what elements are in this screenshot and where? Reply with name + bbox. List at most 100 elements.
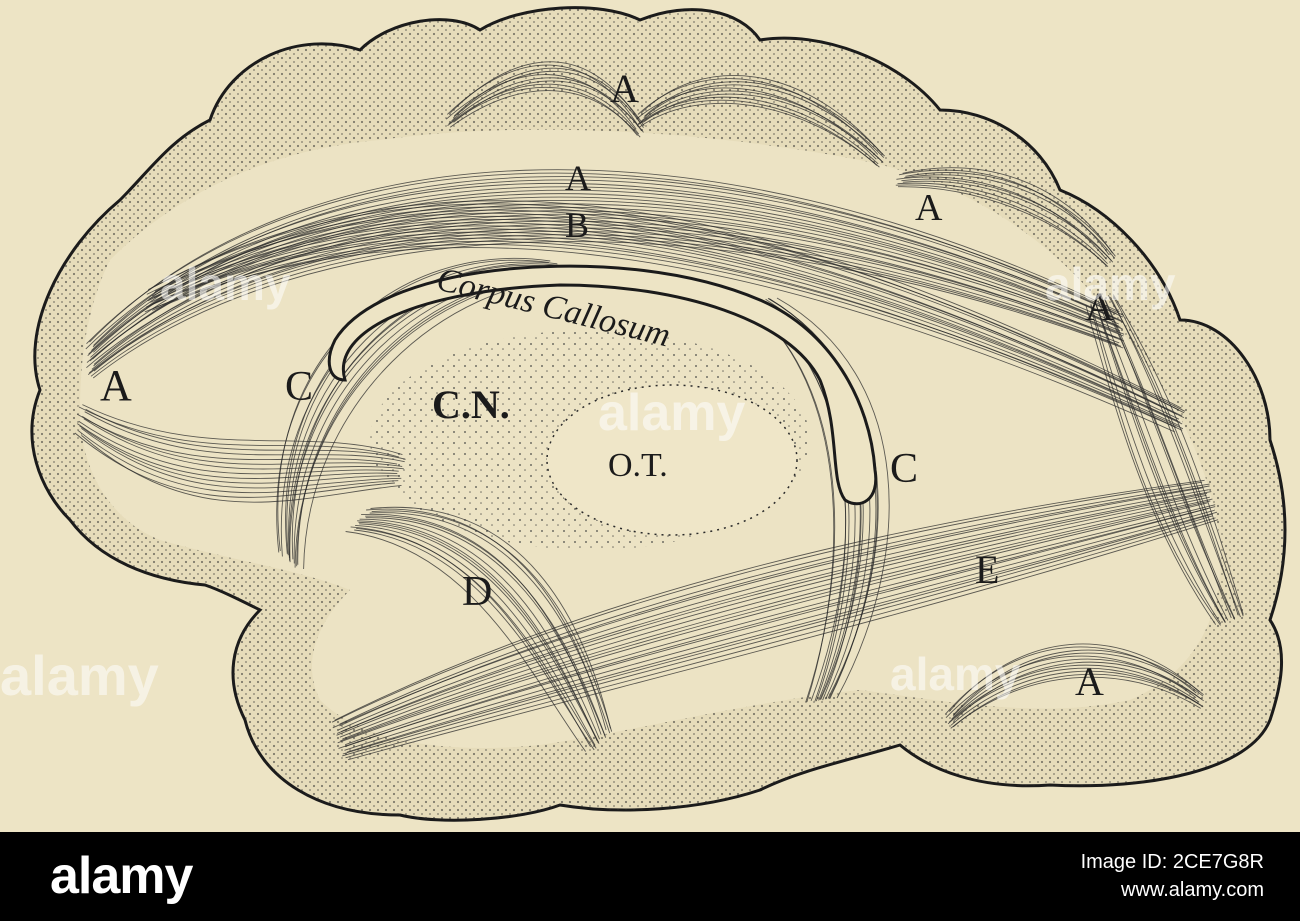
fiber-line	[901, 178, 1112, 261]
fiber-line	[336, 494, 1207, 736]
fiber-line	[151, 200, 1182, 409]
fiber-line	[342, 498, 1213, 740]
fiber-line	[953, 649, 1204, 716]
fiber-line	[449, 90, 641, 138]
fiber-line	[339, 496, 1210, 738]
fiber-line	[897, 182, 1108, 265]
fiber-line	[345, 517, 1216, 759]
fiber-bundle-e	[331, 479, 1219, 761]
fiber-line	[85, 183, 1116, 350]
fiber-line	[1097, 300, 1229, 621]
fiber-line	[365, 515, 606, 737]
fiber-line	[945, 655, 1197, 719]
label-e: E	[975, 547, 999, 592]
image-info: Image ID: 2CE7G8R www.alamy.com	[1081, 848, 1264, 904]
fiber-line	[76, 413, 398, 465]
label-c-left: C	[285, 364, 313, 410]
label-a-top-center: A	[610, 66, 639, 111]
fiber-line	[154, 206, 1186, 412]
label-b: B	[565, 205, 589, 245]
fiber-line	[1090, 305, 1221, 626]
label-caudate-nucleus: C.N.	[432, 382, 510, 427]
fiber-line	[85, 408, 406, 460]
fiber-line	[1094, 301, 1226, 622]
fiber-line	[93, 213, 1125, 365]
fiber-line	[897, 186, 1109, 268]
fiber-line	[87, 234, 1119, 375]
fiber-line	[342, 515, 1213, 757]
fiber-line	[448, 83, 640, 135]
fiber-line	[88, 193, 1119, 355]
fiber-line	[81, 427, 402, 489]
label-d: D	[462, 569, 492, 615]
fiber-line	[82, 404, 403, 456]
fiber-bundle-occipital	[74, 404, 406, 503]
fiber-line	[947, 667, 1199, 725]
watermark-left: alamy	[0, 644, 159, 707]
fiber-bundle-arcuate-top2	[636, 75, 885, 168]
fiber-line	[144, 247, 1175, 433]
fiber-line	[147, 225, 1178, 422]
fiber-line	[346, 511, 1218, 753]
fiber-line	[951, 658, 1202, 720]
association-fibers	[74, 61, 1244, 761]
fiber-bundle-frontal	[1085, 294, 1244, 626]
fiber-line	[152, 231, 1183, 425]
fiber-line	[946, 646, 1197, 714]
alamy-logo[interactable]: alamy	[50, 847, 193, 905]
fiber-bundle-d	[345, 506, 613, 752]
fiber-line	[445, 74, 637, 130]
fiber-line	[340, 500, 1211, 742]
fiber-line	[1090, 303, 1222, 625]
fiber-line	[86, 210, 1118, 363]
fiber-line	[89, 169, 1120, 343]
diagram-canvas: A A A A A A B C C D E Corpus Callosum C.…	[0, 6, 1287, 822]
label-a-upper-right: A	[915, 187, 943, 229]
label-a-occipital: A	[100, 361, 132, 410]
fiber-line	[91, 223, 1123, 370]
fiber-line	[1112, 295, 1244, 617]
corpus-callosum-arc	[327, 264, 878, 506]
fiber-line	[371, 510, 613, 732]
fiber-line	[347, 519, 1219, 761]
fiber-line	[89, 230, 1120, 374]
fiber-line	[453, 80, 644, 133]
fiber-line	[345, 531, 586, 752]
fiber-line	[345, 504, 1216, 746]
fiber-line	[358, 521, 599, 743]
fiber-line	[1094, 302, 1226, 624]
brain-association-fibers-illustration: A A A A A A B C C D E Corpus Callosum C.…	[0, 6, 1287, 822]
label-optic-thalamus: O.T.	[608, 447, 668, 484]
fiber-line	[78, 406, 400, 458]
fiber-line	[359, 523, 600, 745]
fiber-line	[453, 67, 645, 127]
fiber-line	[81, 435, 402, 503]
fiber-line	[81, 416, 403, 467]
fiber-line	[78, 420, 399, 475]
fiber-line	[338, 507, 1209, 749]
watermark-lower: alamy	[890, 648, 1021, 700]
fiber-line	[356, 527, 597, 749]
fiber-line	[338, 489, 1209, 731]
fiber-line	[83, 418, 404, 470]
fiber-bundle-arcuate-right	[895, 167, 1116, 268]
label-a-bottom-right: A	[1075, 659, 1104, 704]
fiber-line	[365, 517, 607, 738]
fiber-line	[446, 64, 638, 125]
fiber-line	[153, 218, 1185, 419]
fiber-line	[359, 518, 601, 740]
fiber-line	[339, 483, 1210, 725]
fiber-line	[776, 297, 890, 699]
fiber-line	[150, 228, 1181, 423]
fiber-line	[953, 661, 1204, 722]
label-a-right: A	[1085, 284, 1114, 329]
fiber-line	[950, 676, 1201, 729]
image-id: Image ID: 2CE7G8R	[1080, 851, 1264, 873]
optic-thalamus	[546, 384, 798, 536]
fiber-line	[149, 234, 1180, 427]
site-url[interactable]: www.alamy.com	[1121, 879, 1264, 901]
fiber-line	[952, 652, 1204, 717]
fiber-line	[334, 479, 1205, 721]
fiber-line	[332, 487, 1203, 729]
fiber-line	[345, 506, 1216, 748]
